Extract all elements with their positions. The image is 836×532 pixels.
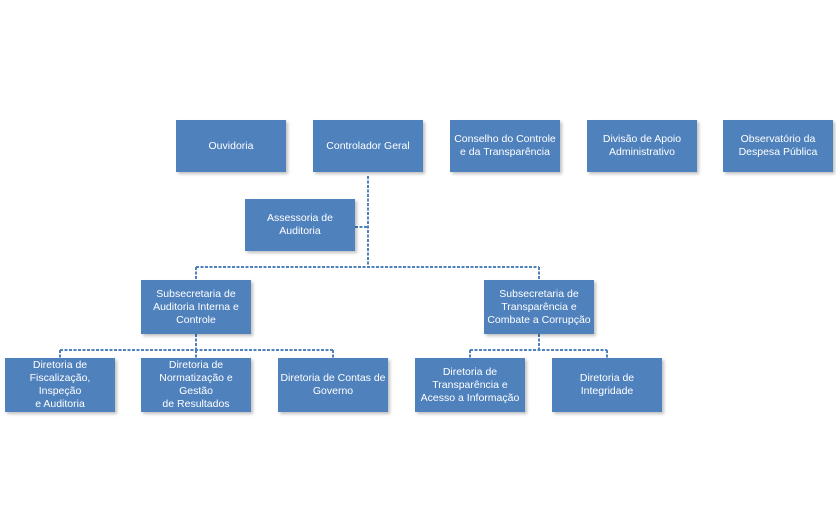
conselho-box: Conselho do Controle e da Transparência	[450, 120, 560, 172]
assessoria-auditoria-box: Assessoria de Auditoria	[245, 199, 355, 251]
controlador-geral-box: Controlador Geral	[313, 120, 423, 172]
diretoria-contas-box: Diretoria de Contas de Governo	[278, 358, 388, 412]
diretoria-normatizacao-box: Diretoria de Normatização e Gestão de Re…	[141, 358, 251, 412]
diretoria-integridade-box: Diretoria de Integridade	[552, 358, 662, 412]
observatorio-box: Observatório da Despesa Pública	[723, 120, 833, 172]
subsecretaria-transparencia-box: Subsecretaria de Transparência e Combate…	[484, 280, 594, 334]
ouvidoria-box: Ouvidoria	[176, 120, 286, 172]
diretoria-transparencia-box: Diretoria de Transparência e Acesso a In…	[415, 358, 525, 412]
diretoria-fiscalizacao-box: Diretoria de Fiscalização, Inspeção e Au…	[5, 358, 115, 412]
subsecretaria-auditoria-box: Subsecretaria de Auditoria Interna e Con…	[141, 280, 251, 334]
divisao-apoio-box: Divisão de Apoio Administrativo	[587, 120, 697, 172]
